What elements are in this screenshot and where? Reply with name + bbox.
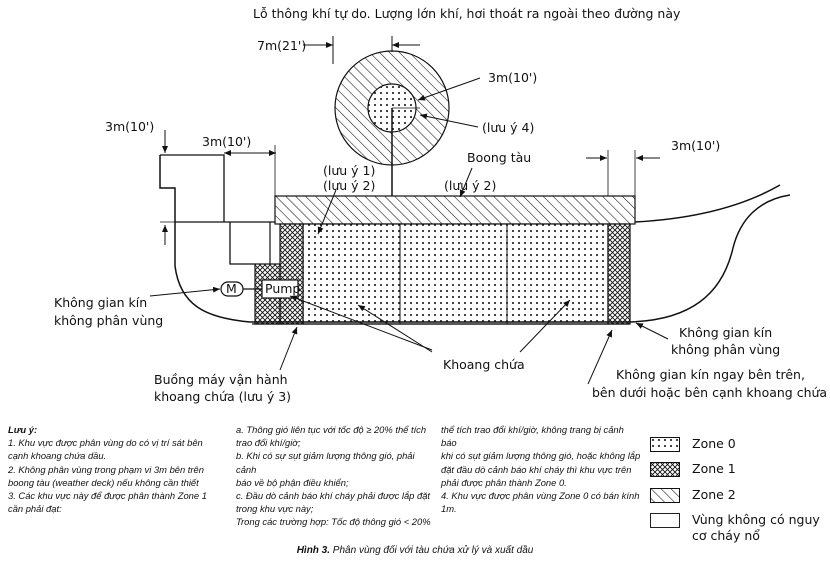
notes-title: Lưu ý: bbox=[8, 424, 38, 435]
note-line: thể tích trao đổi khí/giờ, không trang b… bbox=[441, 424, 624, 449]
note-line: 2. Không phân vùng trong phạm vi 3m bên … bbox=[8, 463, 204, 475]
note-line: c. Đầu dò cảnh báo khí cháy phải được lắ… bbox=[236, 490, 431, 502]
note-line: Trong các trường hợp: Tốc độ thông gió <… bbox=[236, 516, 431, 528]
tank-pointer bbox=[357, 304, 433, 353]
note2-label-center: (lưu ý 2) bbox=[444, 178, 496, 193]
note-line: khi có sụt giảm lượng thông gió, hoặc kh… bbox=[441, 450, 641, 462]
legend-zone1-label: Zone 1 bbox=[692, 461, 736, 476]
enclosed-right-line2: không phân vùng bbox=[671, 342, 780, 357]
adjacent-pointer bbox=[587, 329, 613, 385]
notes-column-1: Lưu ý: 1. Khu vực được phân vùng do có v… bbox=[8, 423, 228, 515]
note2-label-left: (lưu ý 2) bbox=[323, 178, 375, 193]
note-line: cần phải đạt: bbox=[8, 503, 62, 515]
note1-label: (lưu ý 1) bbox=[323, 163, 375, 178]
note-line: trao đổi khí/giờ; bbox=[236, 437, 301, 449]
deck-label: Boong tàu bbox=[467, 150, 531, 165]
enclosed-left-line1: Không gian kín bbox=[54, 295, 147, 310]
pumproom-line1: Buồng máy vận hành bbox=[154, 372, 288, 387]
dim-7m-label: 7m(21') bbox=[257, 38, 306, 53]
note4-arrow bbox=[419, 113, 479, 128]
dim-3m-right-label: 3m(10') bbox=[671, 138, 720, 153]
zone0-swatch bbox=[650, 437, 680, 452]
dim-3m-vent-arrow bbox=[417, 77, 481, 101]
note-line: phải được phân thành Zone 0. bbox=[441, 476, 567, 488]
right-space-pointer bbox=[635, 322, 669, 340]
note-line: 3. Các khu vực này để được phân thành Zo… bbox=[8, 490, 207, 502]
note4-label: (lưu ý 4) bbox=[482, 120, 534, 135]
hazard-zone-diagram: M Pump Lỗ thông khí tự do. Lượng lớn khí… bbox=[54, 6, 827, 404]
note-line: trong khu vực này; bbox=[236, 503, 314, 515]
note-line: 4. Khu vực được phân vùng Zone 0 có bán … bbox=[441, 490, 640, 502]
tank-pointer bbox=[519, 299, 571, 353]
note-line: báo về bộ phận điều khiển; bbox=[236, 476, 349, 488]
dim-3m-left-v-label: 3m(10') bbox=[105, 119, 154, 134]
caption-text: Phân vùng đối với tàu chứa xử lý và xuất… bbox=[330, 545, 534, 556]
pumproom-pointer bbox=[279, 326, 298, 371]
note-line: đặt đầu dò cảnh báo khí cháy thì khu vực… bbox=[441, 463, 632, 475]
pump-box bbox=[261, 279, 299, 299]
ship-hull bbox=[159, 155, 791, 323]
notes-column-2: a. Thông gió liên tục với tốc độ ≥ 20% t… bbox=[236, 423, 436, 529]
deck-zone2-band bbox=[274, 195, 636, 225]
pumproom-line2: khoang chứa (lưu ý 3) bbox=[154, 389, 291, 404]
legend-none-line1: Vùng không có nguy bbox=[692, 512, 820, 527]
tank-label: Khoang chứa bbox=[443, 357, 525, 372]
zone2-swatch bbox=[650, 488, 680, 503]
note-line: boong tàu (weather deck) nếu không cần t… bbox=[8, 476, 199, 488]
adjacent-line2: bên dưới hoặc bên cạnh khoang chứa bbox=[592, 385, 827, 400]
bow-deck bbox=[634, 184, 781, 223]
tank-pointer bbox=[289, 295, 433, 351]
accommodation-block bbox=[160, 154, 275, 265]
zone1-left-band bbox=[279, 223, 304, 325]
note-line: cạnh khoang chứa dầu. bbox=[8, 450, 107, 462]
pump-label: Pump bbox=[265, 281, 300, 296]
legend-zone2-label: Zone 2 bbox=[692, 487, 736, 502]
caption-label: Hình 3. bbox=[296, 545, 331, 556]
motor-label: M bbox=[226, 281, 237, 296]
note-line: 1m. bbox=[441, 503, 457, 515]
top-vent-label: Lỗ thông khí tự do. Lượng lớn khí, hơi t… bbox=[253, 6, 681, 21]
legend-none-line2: cơ cháy nổ bbox=[692, 528, 760, 543]
figure-caption: Hình 3. Phân vùng đối với tàu chứa xử lý… bbox=[0, 545, 830, 556]
cargo-tank-dots bbox=[303, 224, 608, 324]
none-swatch bbox=[650, 513, 680, 528]
deck-pointer bbox=[459, 167, 473, 198]
zone1-swatch bbox=[650, 462, 680, 477]
note-line: a. Thông gió liên tục với tốc độ ≥ 20% t… bbox=[236, 424, 427, 435]
note1-pointer bbox=[317, 189, 337, 235]
notes-column-3: thể tích trao đổi khí/giờ, không trang b… bbox=[441, 423, 641, 515]
enclosed-right-line1: Không gian kín bbox=[679, 325, 772, 340]
zone1-right-band bbox=[607, 223, 631, 325]
adjacent-line1: Không gian kín ngay bên trên, bbox=[616, 367, 805, 382]
dim-3m-left-h-label: 3m(10') bbox=[202, 134, 251, 149]
note-line: 1. Khu vực được phân vùng do có vị trí s… bbox=[8, 437, 203, 449]
left-space-pointer bbox=[149, 286, 221, 297]
note-line: b. Khi có sự sụt giảm lượng thông gió, p… bbox=[236, 450, 415, 475]
legend-zone0-label: Zone 0 bbox=[692, 436, 736, 451]
dim-3m-vent-label: 3m(10') bbox=[488, 70, 537, 85]
enclosed-left-line2: không phân vùng bbox=[54, 313, 163, 328]
